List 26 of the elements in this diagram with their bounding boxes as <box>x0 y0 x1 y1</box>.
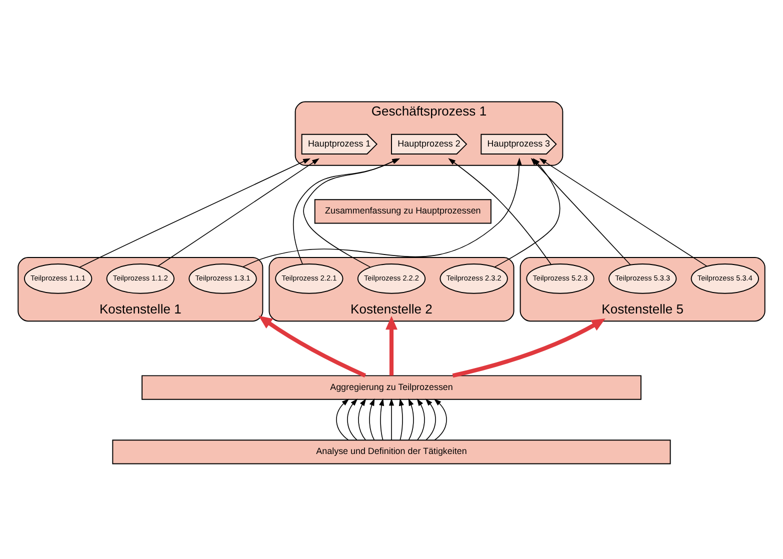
arrow <box>347 398 358 440</box>
arrow <box>416 398 425 440</box>
arrow <box>379 398 384 440</box>
node-ellipse: Teilprozess 2.2.2 <box>357 264 426 294</box>
arrow <box>434 398 447 440</box>
arrow <box>388 398 394 440</box>
arrow <box>258 316 366 378</box>
node-ellipse: Teilprozess 1.1.1 <box>24 264 92 294</box>
node-ellipse: Teilprozess 2.3.2 <box>440 264 508 294</box>
arrow <box>386 316 398 376</box>
node-ellipse: Teilprozess 5.2.3 <box>526 264 594 294</box>
arrow <box>452 318 606 378</box>
arrow <box>336 398 350 440</box>
node-ellipse: Teilprozess 5.3.4 <box>690 264 760 294</box>
node-ellipse: Teilprozess 2.2.1 <box>275 264 344 294</box>
node-box: Analyse und Definition der Tätigkeiten <box>112 440 671 464</box>
arrow <box>398 398 404 440</box>
arrow <box>425 398 436 440</box>
node-ellipse: Teilprozess 5.3.3 <box>608 264 677 294</box>
node-box: Zusammenfassung zu Hauptprozessen <box>314 199 492 224</box>
arrow <box>369 398 375 440</box>
arrow <box>358 398 366 440</box>
arrow <box>408 398 414 440</box>
node-ellipse: Teilprozess 1.3.1 <box>188 264 257 294</box>
node-box: Aggregierung zu Teilprozessen <box>142 375 642 400</box>
node-ellipse: Teilprozess 1.1.2 <box>106 264 175 294</box>
